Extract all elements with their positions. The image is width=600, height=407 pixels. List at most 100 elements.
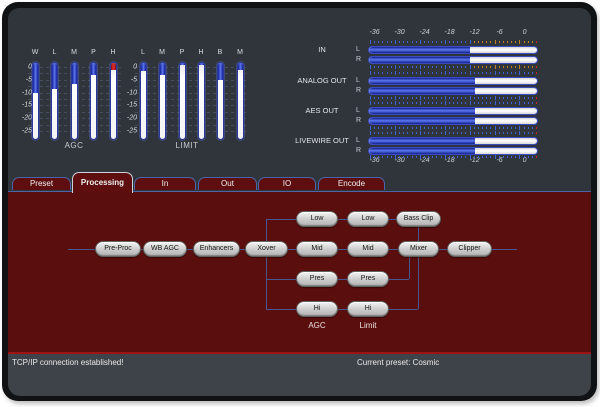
limit-meter-m [236,62,244,140]
aes-out-tick-row [506,102,508,104]
aes-out-tick-row [378,127,380,129]
in-tick-row [370,65,371,69]
analog-out-tick-row [477,97,479,99]
limit-scale-label: 0 [133,63,137,71]
tab-processing[interactable]: Processing [72,172,133,193]
in-tick-row [490,66,492,68]
db-scale-top: -30 [394,29,405,36]
livewire-out-tick-row [523,156,525,158]
livewire-out-tick-row [523,132,525,134]
livewire-out-tick-row [502,156,504,158]
flow-node-xover[interactable]: Xover [245,241,288,257]
livewire-out-meter-fill [369,138,475,144]
flow-node-agc-low[interactable]: Low [296,211,338,227]
in-tick-row [477,66,479,68]
flow-connector-line [68,249,517,250]
aes-out-tick-row [423,102,425,104]
livewire-out-tick-row [423,156,425,158]
flow-node-enhancers[interactable]: Enhancers [193,241,240,257]
flow-node-limit-hi[interactable]: Hi [347,301,389,317]
tab-encode[interactable]: Encode [318,177,385,190]
limit-meter-l [139,62,147,140]
tab-out[interactable]: Out [198,177,257,190]
flow-node-agc-mid[interactable]: Mid [296,241,338,257]
livewire-out-tick-row [411,156,413,158]
flow-column-label-limit: Limit [359,321,377,330]
in-tick-row [527,41,529,43]
agc-group-label: AGC [64,141,84,150]
flow-node-agc-pres[interactable]: Pres [296,271,338,287]
agc-band-label: P [91,49,96,56]
flow-connector-line [266,309,418,310]
agc-meter-fill [52,63,57,90]
agc-band-label: M [71,49,77,56]
analog-out-tick-row [498,97,500,99]
aes-out-tick-row [494,101,496,105]
analog-out-tick-row [473,97,475,99]
limit-gridline [135,92,247,94]
livewire-out-tick-row [486,156,488,158]
analog-out-tick-row [515,72,517,74]
flow-node-mixer[interactable]: Mixer [398,241,439,257]
in-tick-row [394,40,396,44]
livewire-out-tick-row [482,132,484,134]
in-tick-row [374,66,376,68]
flow-node-wbagc[interactable]: WB AGC [143,241,187,257]
tab-io[interactable]: IO [258,177,316,190]
analog-out-tick-row [399,72,401,74]
analog-out-tick-row [519,71,521,75]
analog-out-tick-row [378,72,380,74]
livewire-out-tick-row [527,156,529,158]
flow-node-preproc[interactable]: Pre-Proc [95,241,141,257]
flow-node-agc-hi[interactable]: Hi [296,301,338,317]
analog-out-tick-row [486,97,488,99]
analog-out-tick-row [465,72,467,74]
in-tick-row [448,66,450,68]
flow-node-limit-low[interactable]: Low [347,211,389,227]
aes-out-tick-row [403,127,405,129]
tab-preset[interactable]: Preset [12,177,71,190]
analog-out-tick-row [428,97,430,99]
limit-meter-h [197,62,205,140]
limit-meter-m [158,62,166,140]
analog-out-tick-row [407,72,409,74]
livewire-out-tick-row [423,132,425,134]
in-meter-fill [369,47,471,53]
livewire-out-tick-row [432,132,434,134]
aes-out-tick-row [453,102,454,104]
livewire-out-tick-row [382,132,384,134]
flow-node-bassclip[interactable]: Bass Clip [396,211,441,227]
limit-gridline [135,99,247,100]
livewire-out-tick-row [448,132,450,134]
livewire-out-tick-row [390,156,392,158]
aes-out-tick-row [370,126,371,130]
in-tick-row [428,66,430,68]
analog-out-tick-row [453,72,454,74]
tab-in[interactable]: In [134,177,196,190]
in-tick-row [490,41,492,43]
aes-out-tick-row [490,127,492,129]
in-tick-row [482,41,484,43]
db-scale-top: -12 [469,29,480,36]
analog-out-tick-row [390,97,392,99]
livewire-out-tick-row [490,156,492,158]
flow-node-clipper[interactable]: Clipper [447,241,492,257]
analog-out-tick-row [394,71,396,75]
livewire-out-tick-row [498,156,500,158]
agc-meter-m [70,62,78,140]
livewire-out-tick-row [482,156,484,158]
limit-band-label: M [237,49,243,56]
aes-out-tick-row [494,126,496,130]
analog-out-tick-row [403,72,405,74]
limit-scale-label: -25 [126,127,137,135]
flow-node-limit-mid[interactable]: Mid [347,241,389,257]
flow-node-limit-pres[interactable]: Pres [347,271,389,287]
livewire-out-tick-row [436,156,438,158]
analog-out-tick-row [457,72,459,74]
limit-gridline [135,105,247,107]
analog-out-tick-row [423,72,425,74]
analog-out-tick-row [370,96,371,100]
analog-out-tick-row [461,72,463,74]
agc-scale-label: -10 [21,89,32,97]
in-tick-row [515,66,517,68]
